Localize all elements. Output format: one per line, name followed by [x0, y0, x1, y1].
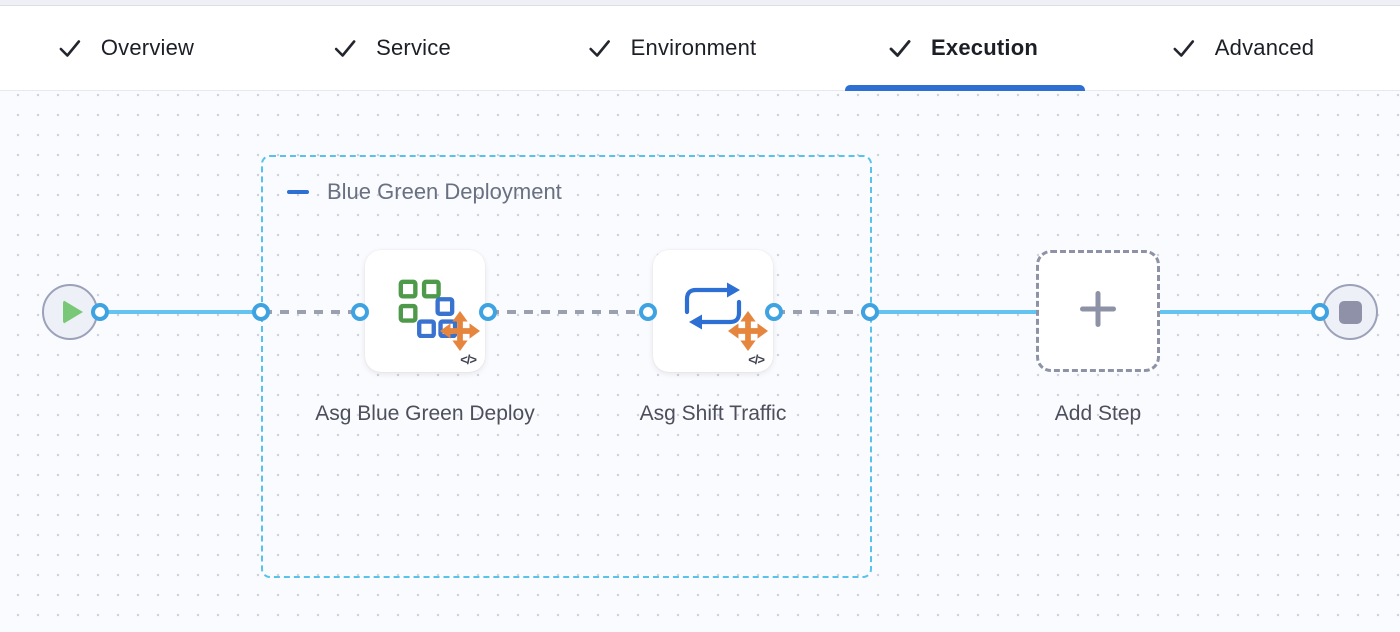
pipeline-canvas[interactable]: Blue Green Deployment	[0, 91, 1400, 631]
shift-traffic-icon	[680, 280, 746, 339]
tab-bar: Overview Service Environment Execution A…	[0, 6, 1400, 91]
active-tab-underline	[845, 85, 1085, 91]
code-icon: </>	[748, 352, 765, 367]
step-node-asg-blue-green-deploy[interactable]: </>	[365, 250, 485, 372]
port-start-out[interactable]	[91, 303, 109, 321]
tab-label: Service	[376, 35, 451, 60]
link-start-to-group	[100, 310, 261, 314]
check-icon	[588, 36, 612, 60]
check-icon	[333, 36, 357, 60]
link-step1-to-step2	[490, 310, 646, 314]
stage-group-blue-green-deployment: Blue Green Deployment	[261, 155, 872, 578]
tab-advanced[interactable]: Advanced	[1172, 6, 1314, 90]
check-icon	[1172, 36, 1196, 60]
tab-overview[interactable]: Overview	[58, 6, 194, 90]
port-group-in[interactable]	[252, 303, 270, 321]
code-icon: </>	[460, 352, 477, 367]
stage-group-header: Blue Green Deployment	[287, 179, 562, 205]
add-step-button[interactable]	[1036, 250, 1160, 372]
pipeline-start-node[interactable]	[42, 284, 98, 340]
tab-environment[interactable]: Environment	[588, 6, 757, 90]
move-handle-icon[interactable]	[727, 310, 769, 357]
add-step-label: Add Step	[1054, 402, 1142, 425]
move-handle-icon[interactable]	[439, 310, 481, 357]
tab-label: Environment	[630, 35, 757, 60]
port-step1-out[interactable]	[479, 303, 497, 321]
step-label-asg-shift-traffic: Asg Shift Traffic	[639, 402, 787, 425]
port-step1-in[interactable]	[351, 303, 369, 321]
port-step2-out[interactable]	[765, 303, 783, 321]
step-node-asg-shift-traffic[interactable]: </>	[653, 250, 773, 372]
port-end-in[interactable]	[1311, 303, 1329, 321]
tab-label: Overview	[100, 35, 195, 60]
check-icon	[58, 36, 82, 60]
plus-icon	[1076, 287, 1120, 336]
step-label-asg-blue-green-deploy: Asg Blue Green Deploy	[315, 402, 535, 425]
tab-label: Advanced	[1214, 35, 1315, 60]
link-step2-to-group	[776, 310, 868, 314]
tab-label: Execution	[931, 35, 1038, 60]
port-step2-in[interactable]	[639, 303, 657, 321]
pipeline-end-node[interactable]	[1322, 284, 1378, 340]
tab-execution[interactable]: Execution	[888, 6, 1038, 90]
collapse-minus-icon[interactable]	[287, 190, 309, 194]
tab-service[interactable]: Service	[333, 6, 451, 90]
port-group-out[interactable]	[861, 303, 879, 321]
stop-icon	[1338, 300, 1362, 324]
link-group-to-step1	[263, 310, 358, 314]
check-icon	[888, 36, 912, 60]
stage-group-label: Blue Green Deployment	[327, 179, 562, 204]
top-strip	[0, 0, 1400, 6]
play-icon	[63, 300, 83, 324]
